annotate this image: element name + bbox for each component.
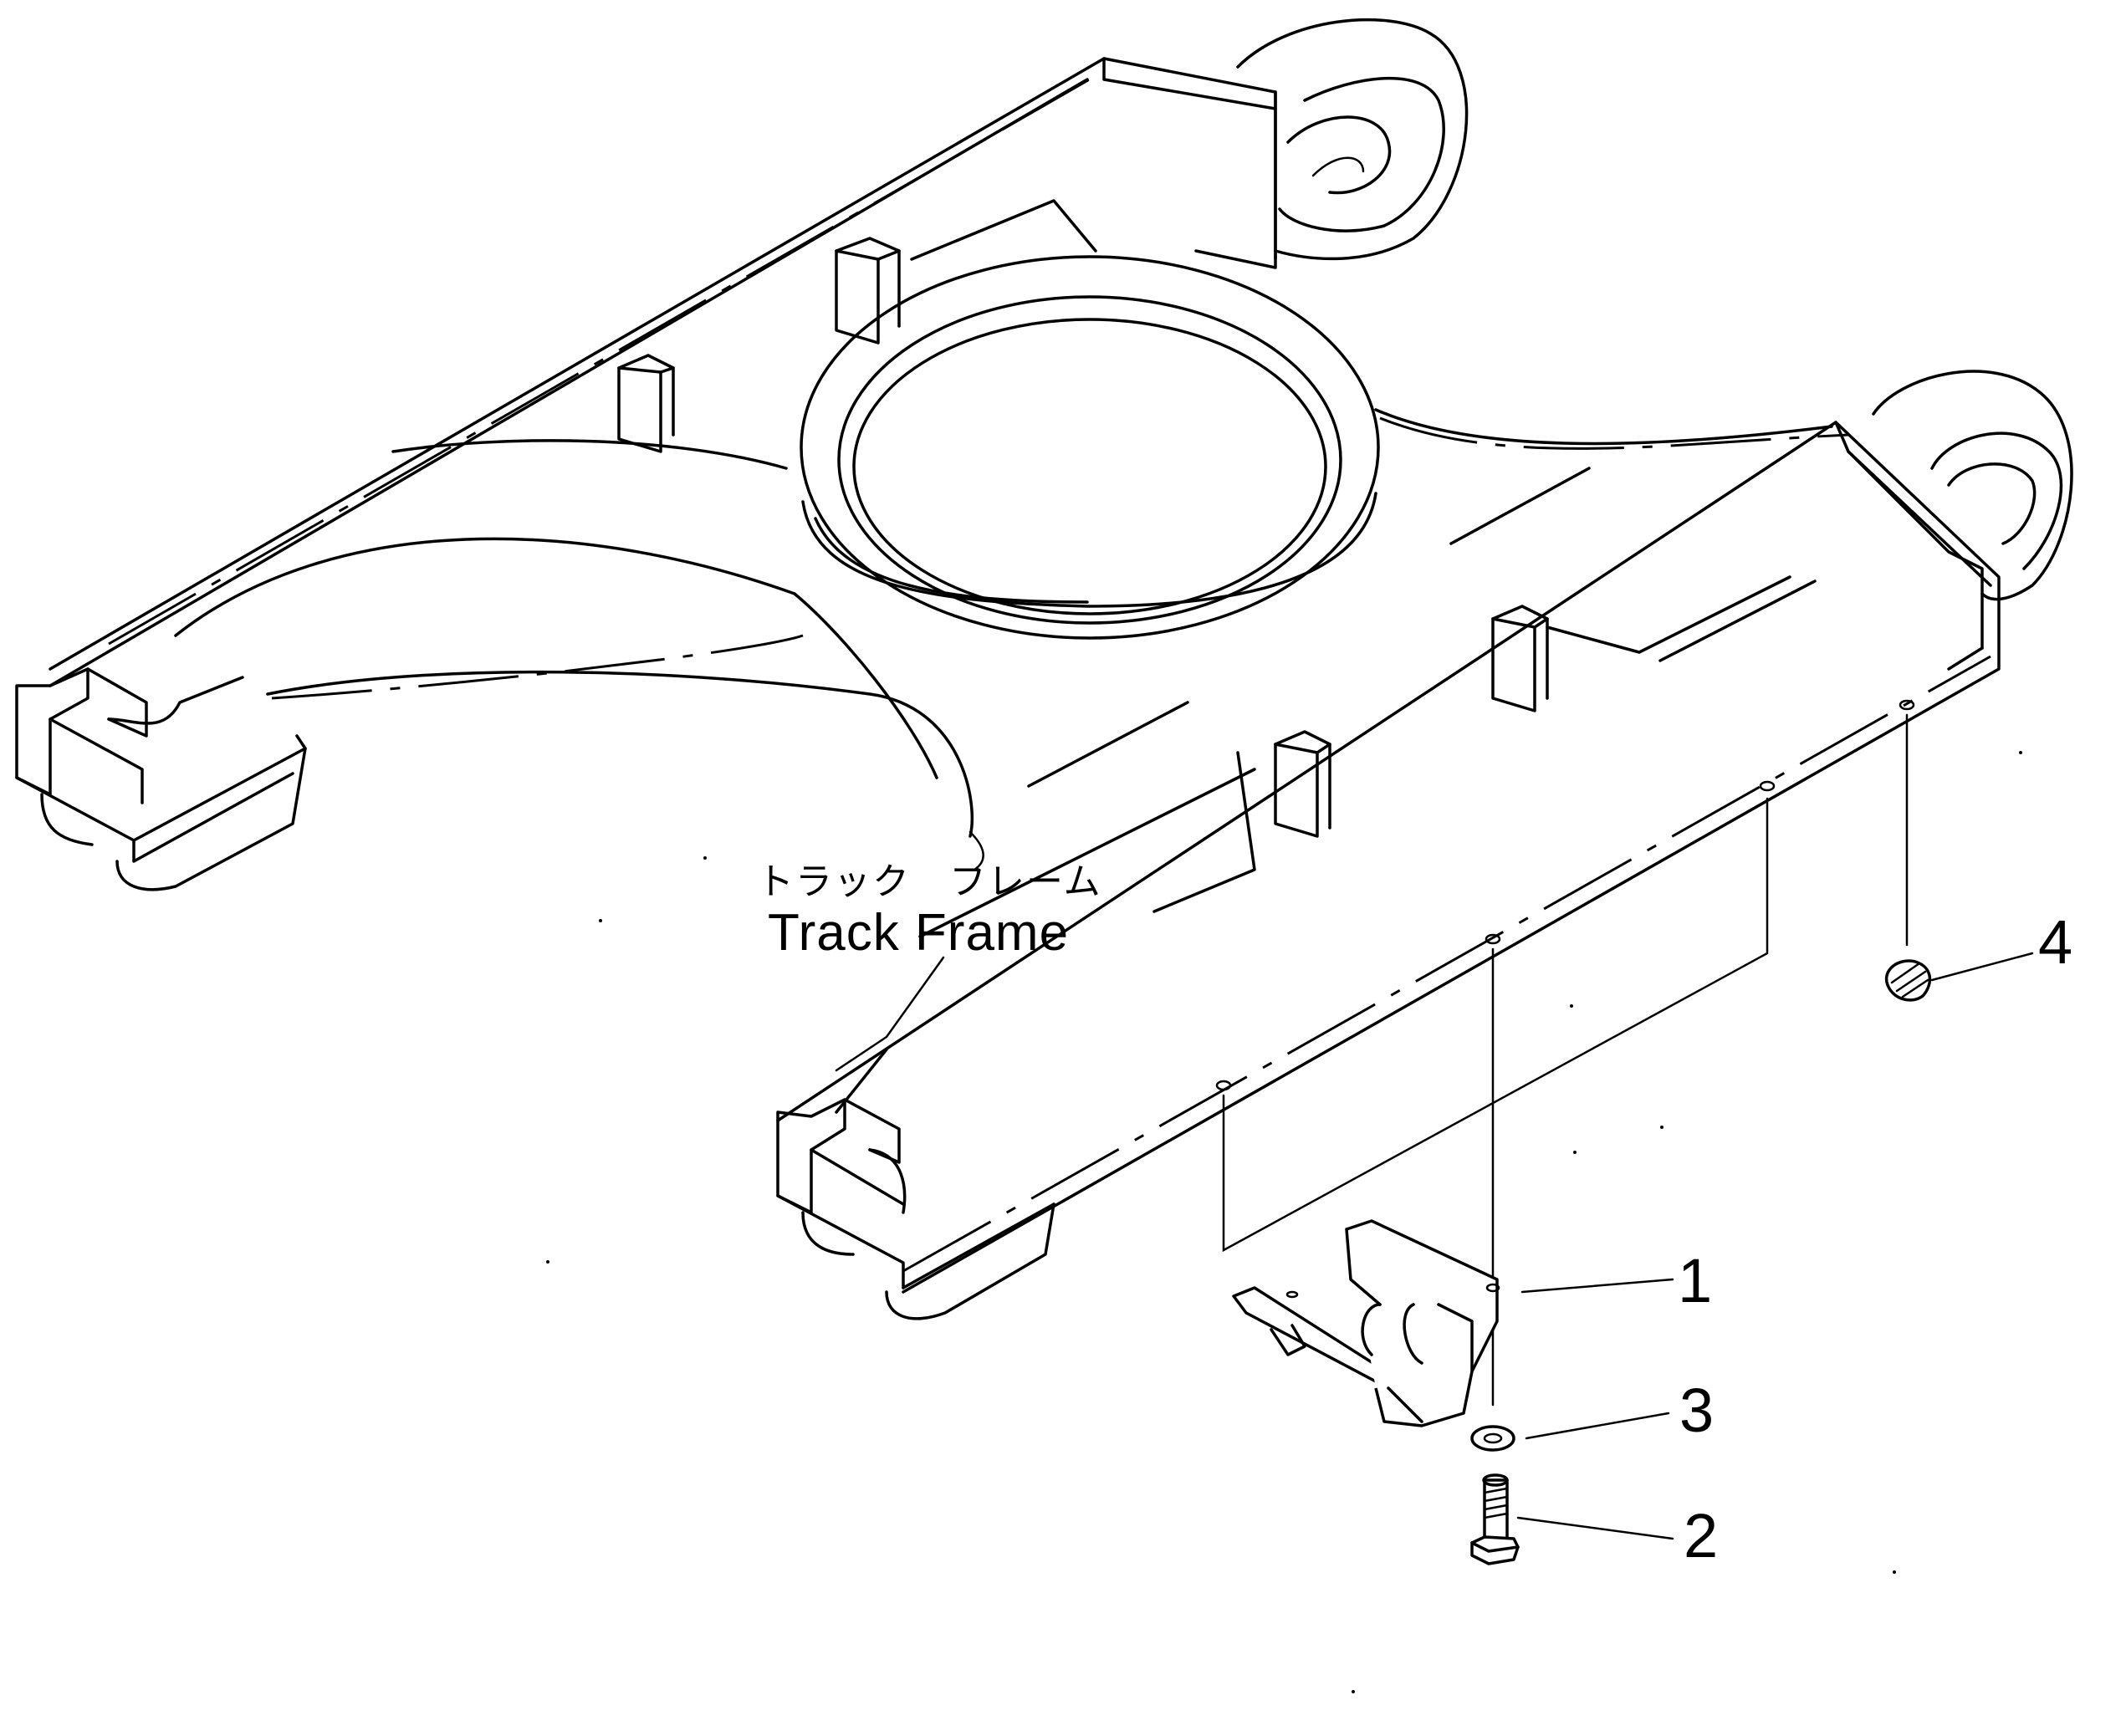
left-end — [15, 667, 307, 891]
part-1-guard — [1232, 1219, 1500, 1427]
part-3-washer — [1470, 1425, 1515, 1452]
lower-side-beam — [776, 370, 2073, 1320]
callout-1: 1 — [1678, 1246, 1713, 1315]
track-frame-label-en: Track Frame — [768, 904, 1070, 962]
callout-3: 3 — [1679, 1376, 1715, 1445]
callout-4: 4 — [2038, 907, 2073, 977]
center-body — [174, 199, 1849, 938]
callout-leaders — [1516, 952, 2034, 1540]
upper-side-beam — [49, 18, 1469, 687]
callout-2: 2 — [1684, 1501, 1719, 1570]
part-2-bolt — [1470, 1473, 1520, 1565]
scan-specks — [546, 751, 2022, 1693]
track-frame-label-jp: トラック フレーム — [757, 860, 1102, 903]
part-4-plug — [1884, 959, 1932, 1002]
